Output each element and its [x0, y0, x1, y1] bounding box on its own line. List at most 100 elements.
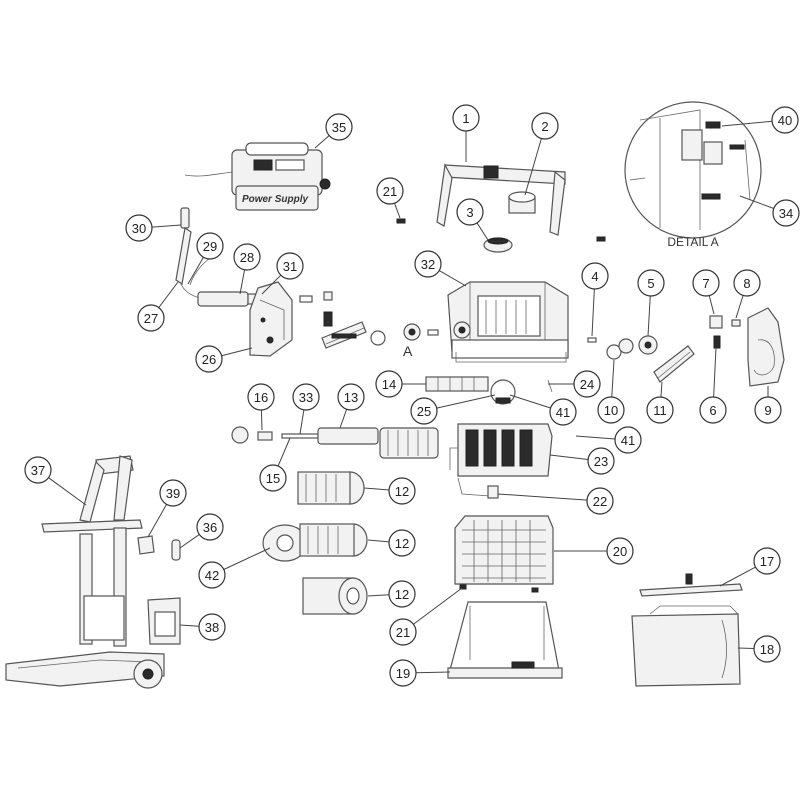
- callout-19: 19: [389, 659, 417, 687]
- callout-label-8: 8: [743, 276, 750, 291]
- callout-circle-10: [597, 396, 625, 424]
- callout-label-2: 2: [541, 119, 548, 134]
- leader-40: [721, 120, 773, 127]
- callout-12c: 12: [388, 580, 416, 608]
- roller: [508, 191, 536, 214]
- callout-22: 22: [586, 487, 614, 515]
- callout-circle-21a: [376, 177, 404, 205]
- callout-circle-20: [606, 537, 634, 565]
- callout-circle-39: [159, 479, 187, 507]
- callout-label-7: 7: [702, 276, 709, 291]
- leader-12a: [363, 487, 390, 491]
- callout-20: 20: [606, 537, 634, 565]
- callout-circle-32: [414, 250, 442, 278]
- callout-circle-11: [646, 396, 674, 424]
- callout-circle-5: [637, 269, 665, 297]
- callout-11: 11: [646, 396, 674, 424]
- leader-34: [739, 195, 774, 209]
- leader-26: [221, 347, 253, 357]
- callout-circle-2: [531, 112, 559, 140]
- callout-15: 15: [259, 464, 287, 492]
- callout-label-41a: 41: [556, 405, 570, 420]
- callout-label-17: 17: [760, 554, 774, 569]
- detail-marker-a: A: [403, 343, 413, 359]
- callout-14: 14: [375, 370, 403, 398]
- callout-circle-25: [410, 397, 438, 425]
- callout-label-26: 26: [202, 352, 216, 367]
- detail-a-view: [624, 101, 762, 239]
- callout-label-24: 24: [580, 377, 594, 392]
- callout-21b: 21: [389, 618, 417, 646]
- leader-35: [314, 135, 330, 149]
- callout-circle-12a: [388, 477, 416, 505]
- leader-31: [261, 274, 282, 295]
- callout-37: 37: [24, 456, 52, 484]
- callout-8: 8: [733, 269, 761, 297]
- right-drive-parts: [606, 335, 695, 383]
- callout-label-35: 35: [332, 120, 346, 135]
- callout-7: 7: [692, 269, 720, 297]
- callout-label-39: 39: [166, 486, 180, 501]
- callout-circle-12c: [388, 580, 416, 608]
- callout-label-1: 1: [462, 111, 469, 126]
- small-hardware: [709, 315, 741, 349]
- callout-circle-34: [772, 199, 800, 227]
- callout-label-32: 32: [421, 257, 435, 272]
- callout-16: 16: [247, 383, 275, 411]
- leader-18: [737, 647, 755, 650]
- callout-circle-8: [733, 269, 761, 297]
- callout-circle-24: [573, 370, 601, 398]
- callout-label-41b: 41: [621, 433, 635, 448]
- leader-17: [719, 566, 756, 587]
- callout-26: 26: [195, 345, 223, 373]
- callout-circle-1: [452, 104, 480, 132]
- callout-21a: 21: [376, 177, 404, 205]
- callout-label-4: 4: [591, 269, 598, 284]
- callout-12a: 12: [388, 477, 416, 505]
- callout-circle-37: [24, 456, 52, 484]
- callout-label-31: 31: [283, 259, 297, 274]
- callout-circle-19: [389, 659, 417, 687]
- callout-circle-27: [137, 304, 165, 332]
- callout-label-37: 37: [31, 463, 45, 478]
- leader-3: [476, 222, 489, 241]
- callout-13: 13: [337, 383, 365, 411]
- detail-a-caption: DETAIL A: [667, 235, 718, 249]
- callout-label-23: 23: [594, 454, 608, 469]
- leader-41a: [509, 394, 551, 409]
- leader-lines: [48, 120, 774, 674]
- filter-container: [631, 605, 741, 687]
- valve: [457, 477, 499, 499]
- callout-circle-36: [196, 513, 224, 541]
- filter-basket: [454, 515, 554, 593]
- callout-label-22: 22: [593, 494, 607, 509]
- callout-label-16: 16: [254, 390, 268, 405]
- brush-sleeve: [302, 577, 368, 615]
- callout-circle-33: [292, 383, 320, 411]
- leader-11: [660, 381, 663, 398]
- callout-23: 23: [587, 447, 615, 475]
- leader-32: [439, 270, 467, 287]
- brush-bristles: [297, 471, 365, 505]
- callout-circle-38: [198, 613, 226, 641]
- callout-circle-15: [259, 464, 287, 492]
- leader-2: [524, 138, 542, 196]
- pin: [587, 337, 597, 343]
- callout-label-20: 20: [613, 544, 627, 559]
- screw-21a: [396, 218, 406, 224]
- callout-9: 9: [754, 396, 782, 424]
- filter-frame: [447, 601, 563, 679]
- callout-circle-42: [198, 561, 226, 589]
- callout-label-27: 27: [144, 311, 158, 326]
- callout-label-10: 10: [604, 403, 618, 418]
- callout-circle-3: [456, 198, 484, 226]
- callout-label-29: 29: [203, 239, 217, 254]
- callout-30: 30: [125, 214, 153, 242]
- leader-19: [415, 671, 451, 674]
- callout-circle-7: [692, 269, 720, 297]
- callout-circle-18: [753, 635, 781, 663]
- callout-circle-4: [581, 262, 609, 290]
- leader-25: [436, 394, 496, 409]
- callout-33: 33: [292, 383, 320, 411]
